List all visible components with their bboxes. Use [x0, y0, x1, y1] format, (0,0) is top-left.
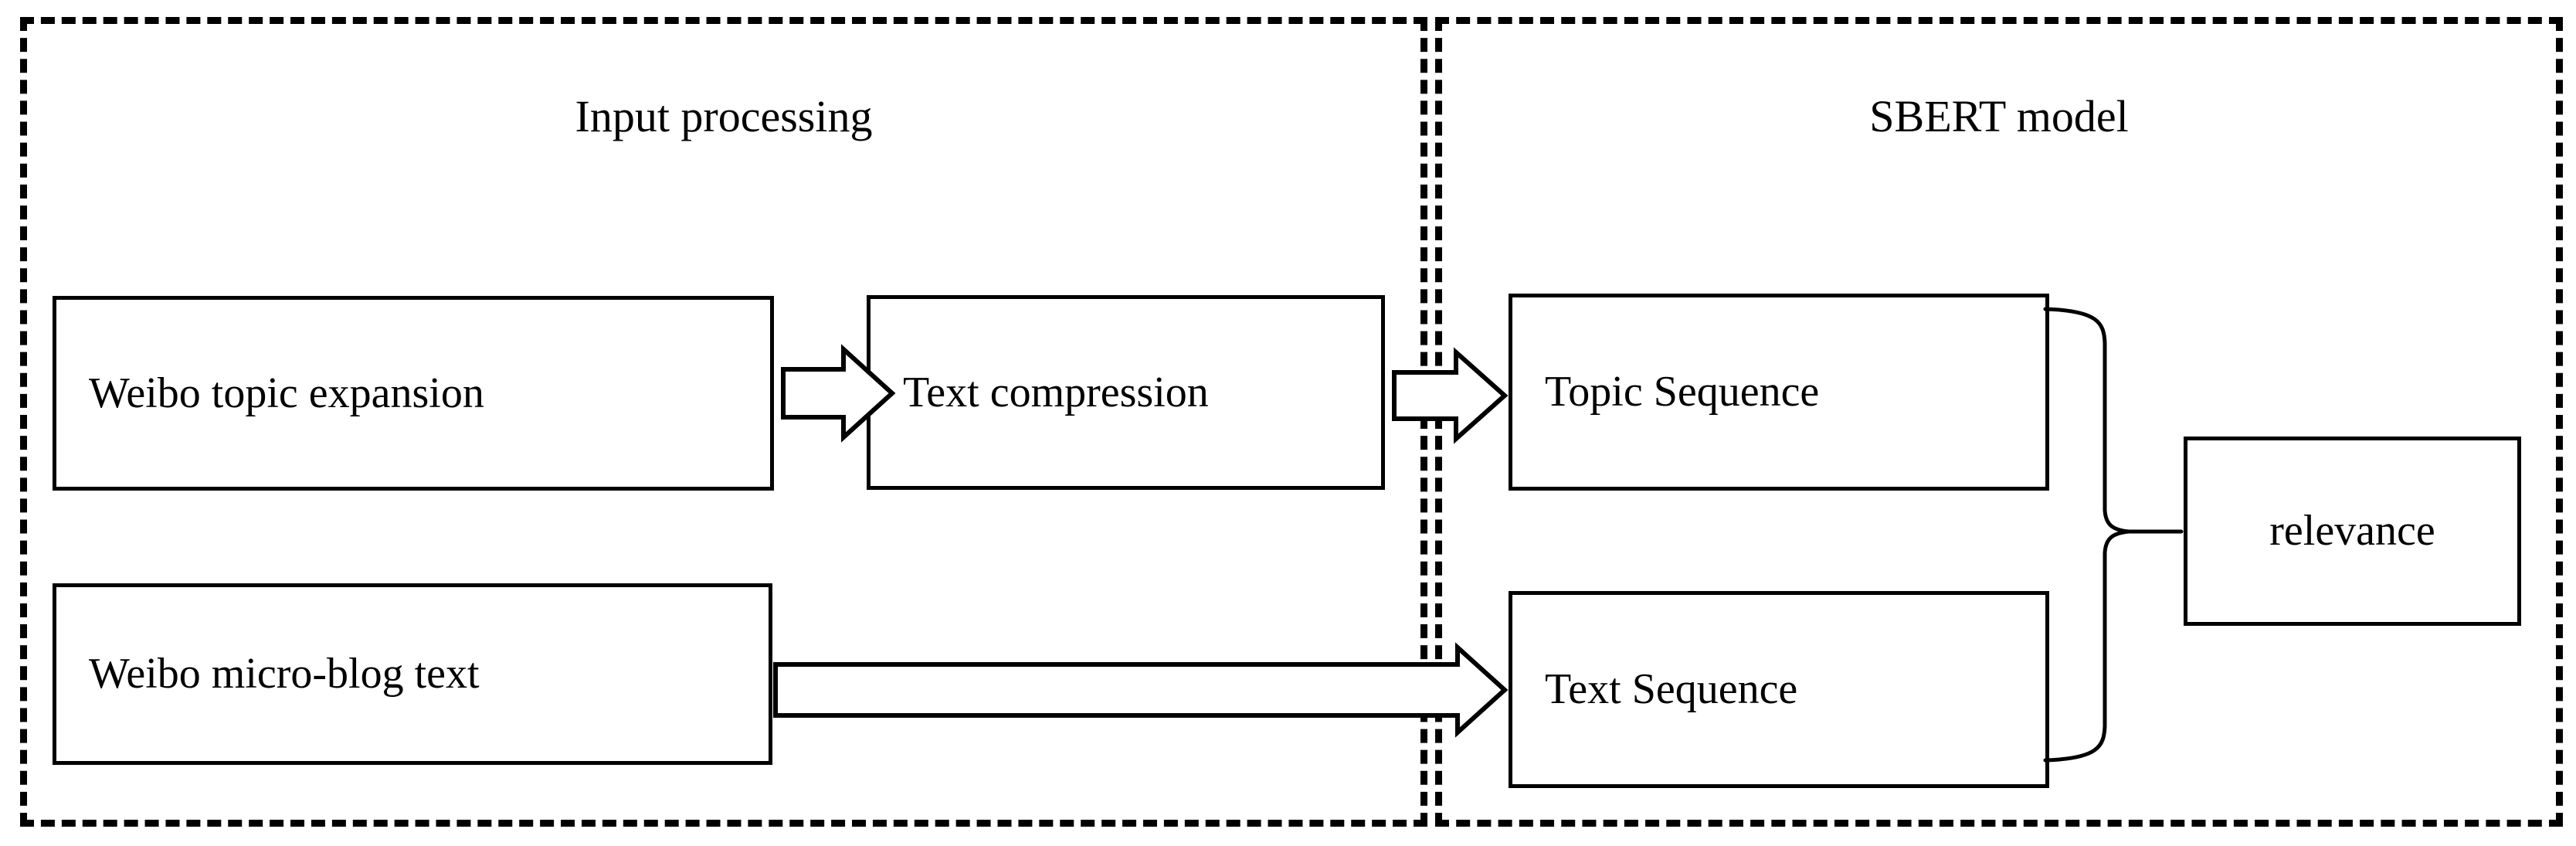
node-topic-sequence-label: Topic Sequence — [1545, 368, 1820, 416]
panel-title-input-processing: Input processing — [575, 91, 873, 141]
node-text-compression[interactable]: Text compression — [867, 295, 1385, 490]
panel-title-sbert-model: SBERT model — [1869, 91, 2129, 141]
node-weibo-microblog-text[interactable]: Weibo micro-blog text — [53, 583, 772, 765]
node-weibo-topic-expansion-label: Weibo topic expansion — [89, 369, 484, 417]
node-weibo-microblog-text-label: Weibo micro-blog text — [89, 650, 480, 698]
node-relevance[interactable]: relevance — [2184, 437, 2521, 626]
node-text-compression-label: Text compression — [903, 368, 1209, 416]
node-relevance-label: relevance — [2269, 507, 2435, 556]
node-text-sequence[interactable]: Text Sequence — [1509, 591, 2049, 788]
node-weibo-topic-expansion[interactable]: Weibo topic expansion — [53, 296, 774, 491]
node-text-sequence-label: Text Sequence — [1545, 665, 1798, 714]
node-topic-sequence[interactable]: Topic Sequence — [1509, 294, 2049, 491]
